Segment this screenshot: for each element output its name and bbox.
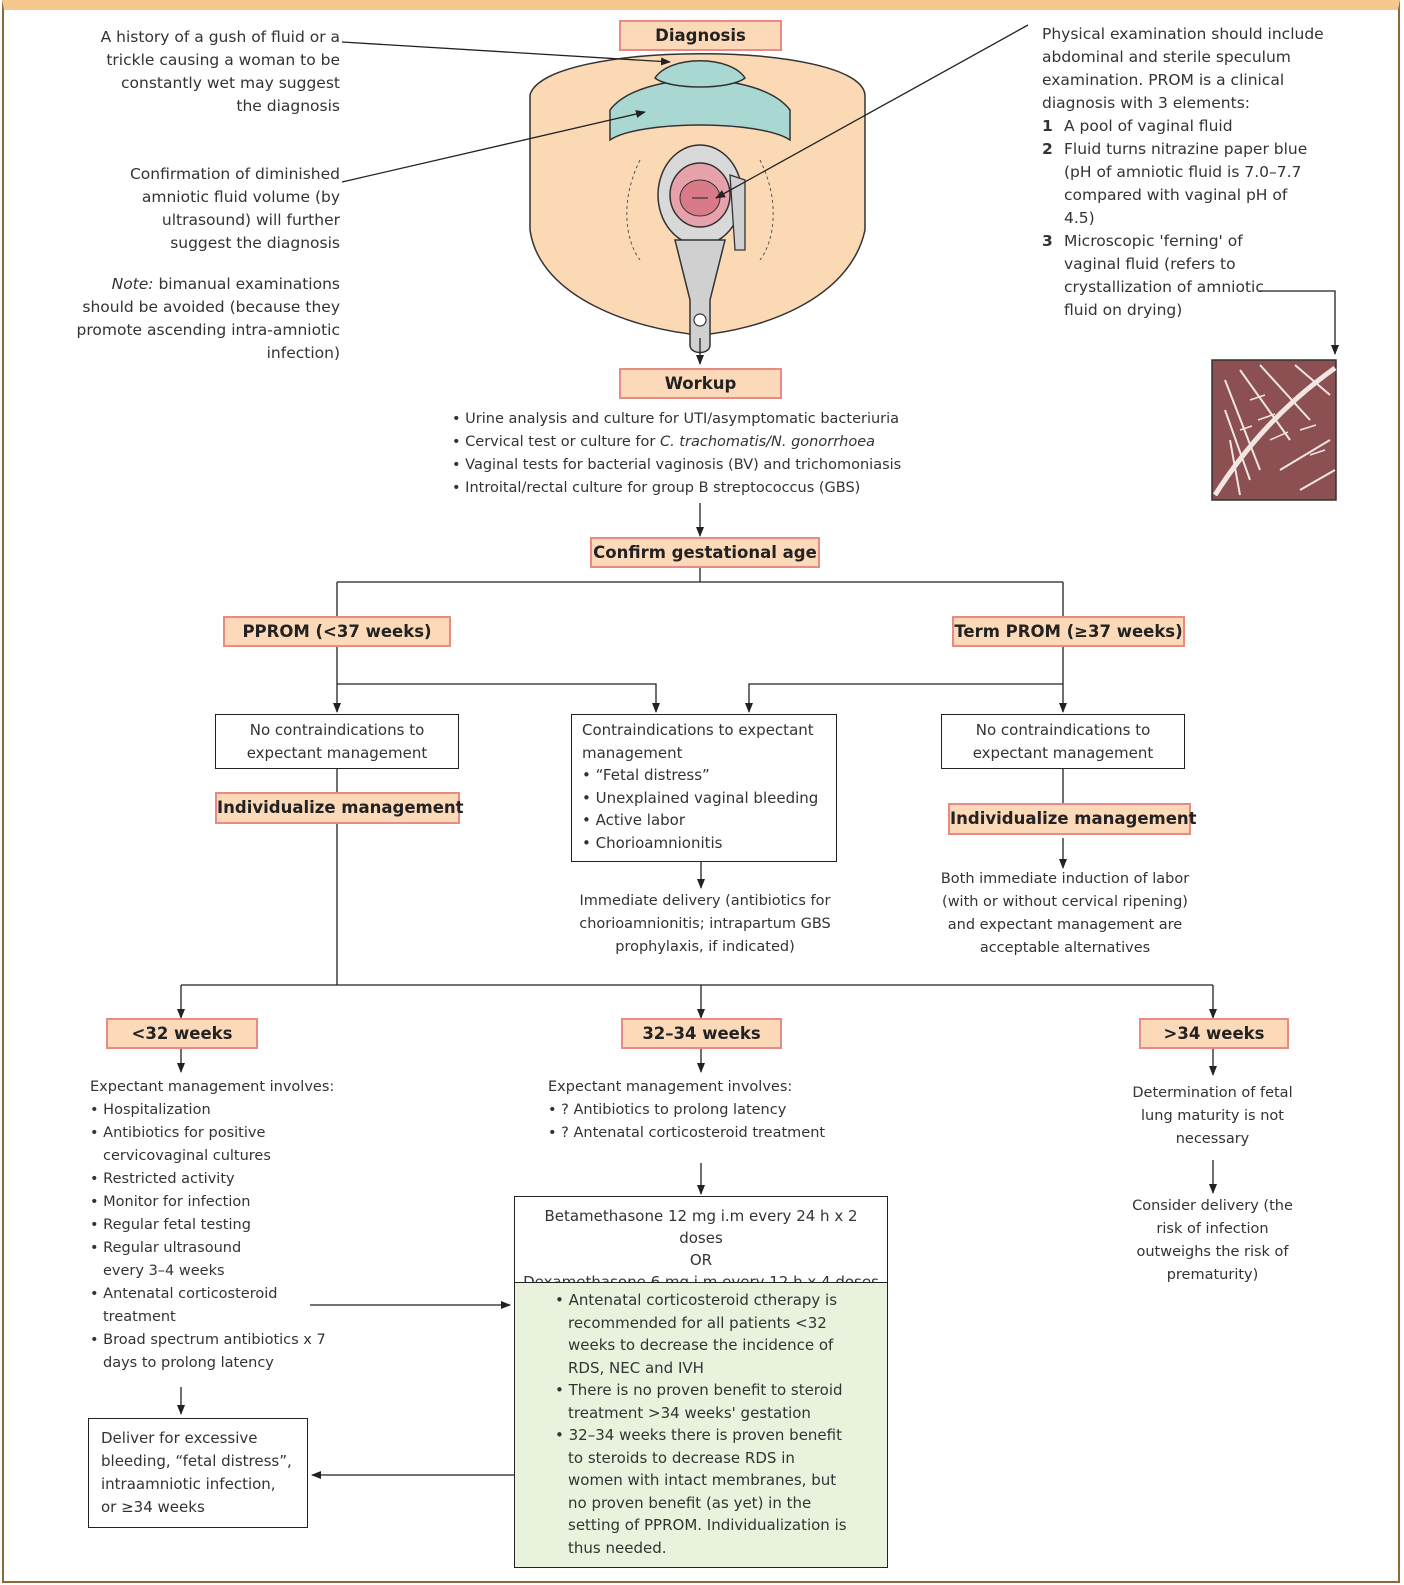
lt32-item: Restricted activity: [90, 1168, 340, 1191]
workup-item: Cervical test or culture for C. trachoma…: [452, 431, 972, 454]
32-34-weeks-box: 32–34 weeks: [621, 1018, 782, 1049]
workup-item: Vaginal tests for bacterial vaginosis (B…: [452, 454, 972, 477]
gt34-weeks-box: >34 weeks: [1139, 1018, 1289, 1049]
lt32-expectant-management: Expectant management involves: Hospitali…: [90, 1076, 340, 1375]
evidence-item: 32–34 weeks there is proven benefit to s…: [555, 1424, 847, 1559]
term-management-text: Both immediate induction of labor (with …: [940, 871, 1190, 956]
contraindication-item: Active labor: [582, 809, 826, 832]
immediate-delivery-text: Immediate delivery (antibiotics for chor…: [579, 893, 831, 955]
lt32-item: Antibiotics for positive cervicovaginal …: [90, 1122, 288, 1168]
lt32-item: Hospitalization: [90, 1099, 340, 1122]
consider-delivery-text: Consider delivery (the risk of infection…: [1132, 1198, 1293, 1283]
term-prom-box: Term PROM (≥37 weeks): [952, 616, 1185, 647]
diagnosis-box: Diagnosis: [619, 20, 782, 51]
lt32-item: Antenatal corticosteroid treatment: [90, 1283, 303, 1329]
workup-list: Urine analysis and culture for UTI/asymp…: [452, 408, 972, 500]
speculum-exam-illustration: [529, 53, 866, 354]
steroid-evidence-box: Antenatal corticosteroid ctherapy is rec…: [514, 1282, 888, 1568]
bimanual-note: Note: bimanual examinations should be av…: [70, 273, 340, 365]
no-contraindications-left: No contraindications to expectant manage…: [215, 714, 459, 769]
evidence-item: There is no proven benefit to steroid tr…: [555, 1379, 847, 1424]
w32-expectant-management: Expectant management involves: ? Antibio…: [548, 1076, 868, 1145]
contraindication-item: Chorioamnionitis: [582, 832, 826, 855]
pprom-box: PPROM (<37 weeks): [223, 616, 451, 647]
lung-maturity-text: Determination of fetal lung maturity is …: [1132, 1085, 1293, 1147]
evidence-item: Antenatal corticosteroid ctherapy is rec…: [555, 1289, 847, 1379]
contraindications-title: Contraindications to expectant managemen…: [582, 721, 814, 762]
lt32-item: Broad spectrum antibiotics x 7 days to p…: [90, 1329, 328, 1375]
ultrasound-note: Confirmation of diminished amniotic flui…: [129, 165, 340, 252]
contraindication-item: Unexplained vaginal bleeding: [582, 787, 826, 810]
physical-exam-note: Physical examination should include abdo…: [1042, 23, 1332, 322]
confirm-gestational-age-box: Confirm gestational age: [590, 537, 820, 568]
history-note: A history of a gush of fluid or a trickl…: [100, 28, 340, 115]
individualize-management-right: Individualize management: [948, 803, 1197, 835]
betamethasone-line: Betamethasone 12 mg i.m every 24 h x 2 d…: [544, 1207, 858, 1247]
lt32-item: Regular ultrasound every 3–4 weeks: [90, 1237, 263, 1283]
lt32-weeks-box: <32 weeks: [106, 1018, 258, 1049]
individualize-management-left: Individualize management: [215, 792, 464, 824]
physical-exam-intro: Physical examination should include abdo…: [1042, 25, 1324, 112]
workup-item: Introital/rectal culture for group B str…: [452, 477, 972, 500]
note-text: bimanual examinations should be avoided …: [76, 275, 340, 362]
contraindications-box: Contraindications to expectant managemen…: [571, 714, 837, 862]
ferning-micrograph: [1211, 359, 1337, 501]
lt32-item: Monitor for infection: [90, 1191, 340, 1214]
workup-box: Workup: [619, 368, 782, 399]
no-contraindications-right: No contraindications to expectant manage…: [941, 714, 1185, 769]
steroid-dosing-box: Betamethasone 12 mg i.m every 24 h x 2 d…: [514, 1196, 888, 1291]
w32-title: Expectant management involves:: [548, 1079, 793, 1095]
or-line: OR: [689, 1251, 713, 1269]
w32-item: ? Antibiotics to prolong latency: [548, 1099, 868, 1122]
w32-item: ? Antenatal corticosteroid treatment: [548, 1122, 868, 1145]
note-label: Note:: [111, 275, 154, 293]
lt32-item: Regular fetal testing: [90, 1214, 340, 1237]
contraindication-item: “Fetal distress”: [582, 764, 826, 787]
lt32-title: Expectant management involves:: [90, 1079, 335, 1095]
deliver-criteria-box: Deliver for excessive bleeding, “fetal d…: [88, 1418, 308, 1528]
workup-item: Urine analysis and culture for UTI/asymp…: [452, 408, 972, 431]
